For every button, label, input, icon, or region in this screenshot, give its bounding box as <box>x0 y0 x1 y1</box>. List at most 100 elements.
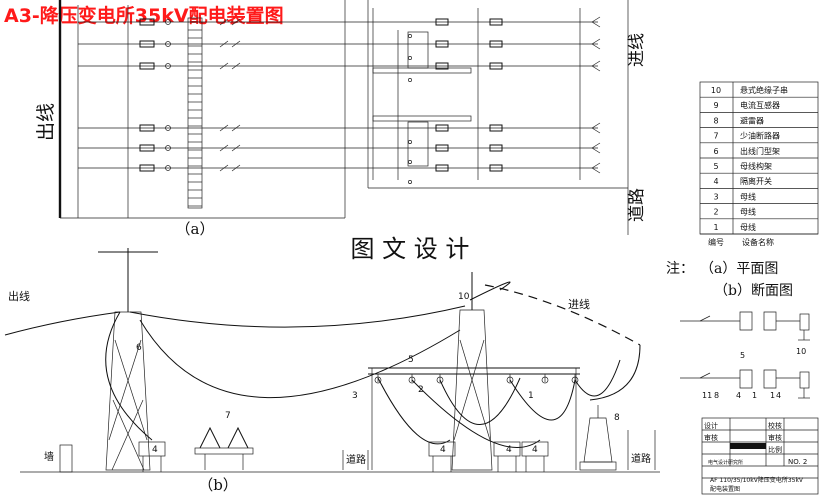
titleblock-bar <box>730 443 766 449</box>
feeder-breaker <box>139 40 155 48</box>
feeder-node <box>165 165 171 171</box>
feeder-switch <box>219 40 241 48</box>
insulator-disc <box>436 376 444 384</box>
insulator-disc <box>541 376 549 384</box>
feeder-arrow <box>591 16 601 28</box>
feeder-arrow <box>591 162 601 174</box>
legend-row-no: 4 <box>713 177 718 186</box>
section-road-label-right: 道路 <box>631 452 651 465</box>
feeder-ct <box>435 124 449 132</box>
feeder-arrow <box>591 122 601 134</box>
feeder-ct <box>489 144 503 152</box>
plan-bus-box <box>407 121 429 167</box>
feeder-arrow <box>591 60 601 72</box>
section-view: 墙 <box>4 248 660 494</box>
section-number: 10 <box>458 292 470 302</box>
feeder-node <box>165 145 171 151</box>
tb-check: 审核 <box>704 433 718 442</box>
section-wall <box>59 444 73 473</box>
tb-drawing-no: NO. 2 <box>788 458 807 466</box>
legend-row-name: 电流互感器 <box>740 100 780 110</box>
schematic-device <box>799 313 810 331</box>
section-number: 7 <box>225 411 231 421</box>
schematic-number: 5 <box>740 351 745 360</box>
tower-brace <box>108 339 142 441</box>
design-label: 图 文 设 计 <box>351 235 470 263</box>
section-number: 4 <box>506 445 512 455</box>
legend-row-name: 悬式绝缘子串 <box>740 85 788 95</box>
feeder-ct <box>435 164 449 172</box>
section-number: 8 <box>614 413 620 423</box>
plan-outgoing-label: 出线 <box>35 103 57 141</box>
insulator-disc <box>506 376 514 384</box>
tb-review: 审核 <box>768 433 782 442</box>
legend-row-no: 7 <box>713 132 718 141</box>
schematic-number: 4 <box>736 391 741 400</box>
tb-project: 校核 <box>768 421 782 430</box>
section-number: 5 <box>408 355 414 365</box>
schematic-switch-bottom <box>739 369 777 389</box>
arrester-8 <box>583 417 613 463</box>
incoming-loop <box>469 281 511 301</box>
titleblock-frame <box>701 417 819 495</box>
drop-line <box>105 311 153 441</box>
tower-brace <box>111 399 144 471</box>
legend-row-name: 少油断路器 <box>740 131 780 141</box>
plan-feeders <box>78 16 601 184</box>
breaker-7 <box>199 426 249 449</box>
tb-footer1: AF 110/35/10kV降压变电所35kV <box>710 476 804 484</box>
feeder-switch <box>219 18 241 26</box>
section-number: 4 <box>152 445 158 455</box>
tb-design: 设计 <box>704 421 718 430</box>
feeder-switch <box>219 144 241 152</box>
feeder-breaker <box>139 124 155 132</box>
tb-ratio: 比例 <box>768 445 782 454</box>
plan-ladder <box>187 17 203 209</box>
legend-row-no: 2 <box>713 208 718 217</box>
feeder-ct <box>489 62 503 70</box>
plan-bus-bar-top <box>372 67 472 74</box>
bus-insulators <box>374 374 579 384</box>
span-line <box>129 305 466 328</box>
feeder-node <box>165 63 171 69</box>
legend-header-no: 编号 <box>708 237 724 247</box>
section-number: 4 <box>440 445 446 455</box>
section-number: 1 <box>528 391 534 401</box>
schematic-number: 1 <box>770 391 775 400</box>
feeder-ct <box>435 144 449 152</box>
bus-drop-line <box>439 377 521 425</box>
schematic-number: 10 <box>796 347 806 356</box>
section-road-left: 道路 <box>342 450 369 470</box>
feeder-arrow <box>591 38 601 50</box>
insulator-disc <box>571 376 579 384</box>
feeder-node <box>408 34 412 38</box>
plan-view: 出线 进线 道路 （a） <box>35 0 647 238</box>
legend-row-name: 母线 <box>740 222 756 232</box>
section-caption: （b） <box>198 476 238 494</box>
legend-row-name: 母线 <box>740 191 756 201</box>
feeder-ct <box>489 164 503 172</box>
section-wall-label: 墙 <box>44 450 54 463</box>
note-b: （b）断面图 <box>714 283 793 299</box>
schematic-device <box>799 371 810 389</box>
note-label: 注： <box>666 261 694 277</box>
feeder-node <box>408 56 412 60</box>
feeder-breaker <box>139 144 155 152</box>
schematic-break <box>699 315 711 379</box>
drop-line <box>139 319 461 399</box>
isolator-base <box>493 441 521 457</box>
legend-row-name: 母线 <box>740 207 756 217</box>
section-road-label-left: 道路 <box>346 453 366 466</box>
section-incoming-label: 进线 <box>568 297 590 311</box>
legend-row-no: 9 <box>713 101 718 110</box>
note-a: （a）平面图 <box>700 261 778 277</box>
schematic-switch-top <box>739 311 777 331</box>
insulator-disc <box>408 376 416 384</box>
feeder-node <box>408 140 412 144</box>
bus-drop-line <box>411 379 541 448</box>
feeder-breaker <box>139 62 155 70</box>
breaker-base <box>194 447 254 455</box>
